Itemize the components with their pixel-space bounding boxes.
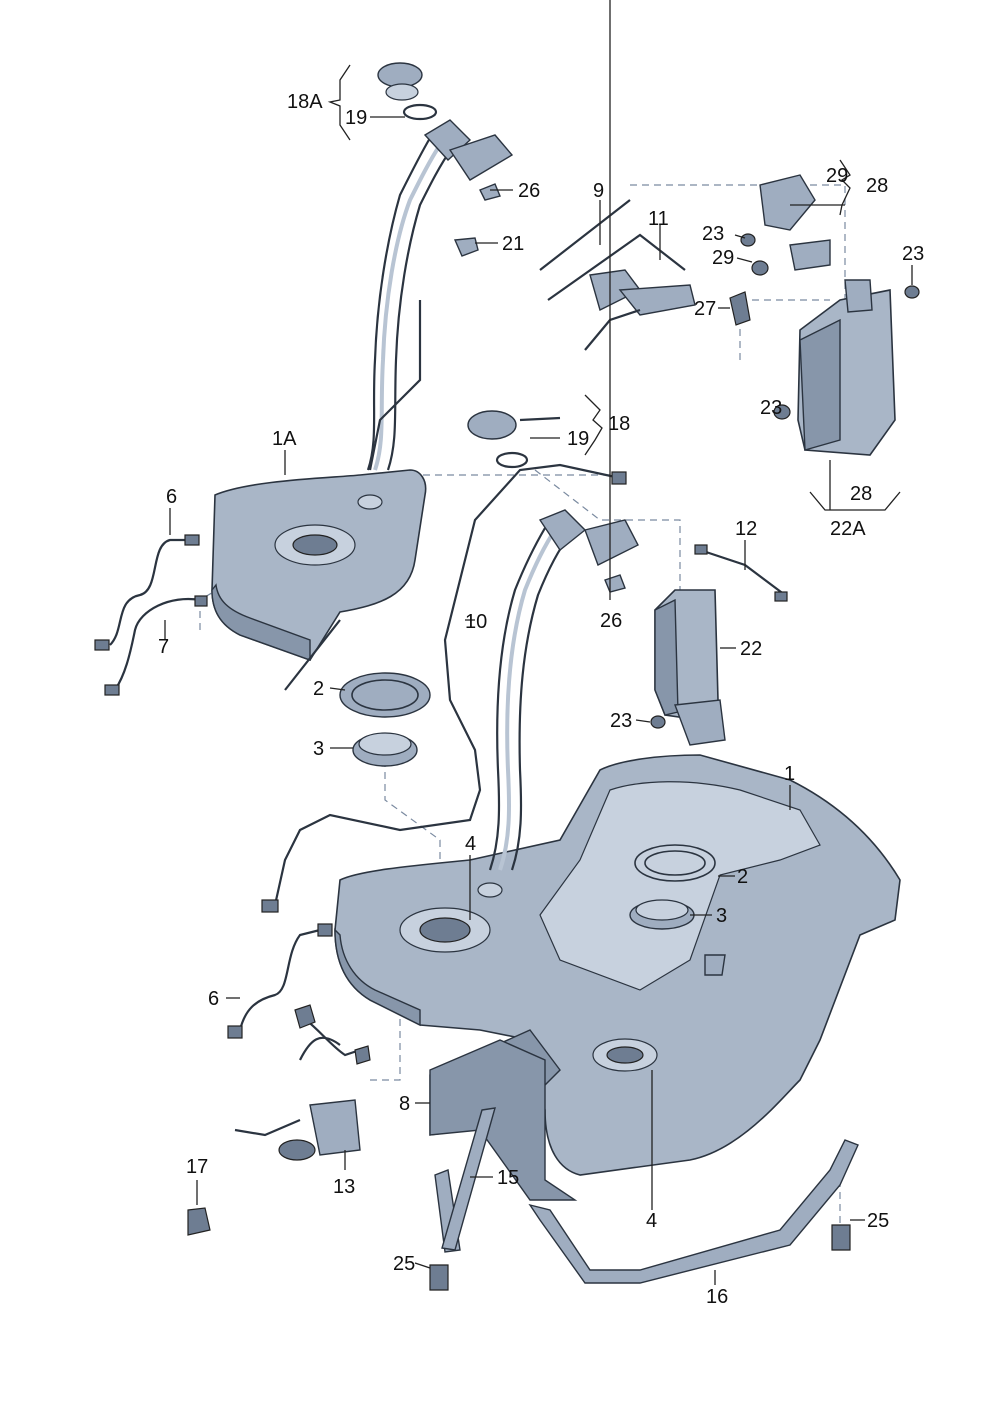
callout-10: 10 [465, 611, 487, 633]
heat-shield-8 [429, 1039, 578, 1201]
callout-7: 7 [158, 636, 169, 658]
callout-19: 19 [345, 107, 367, 129]
callout-11: 11 [648, 208, 669, 230]
callout-19: 19 [567, 428, 589, 450]
fuel-tank-1a [211, 469, 427, 691]
callout-26: 26 [600, 610, 622, 632]
callout-labels: 18A 19 26 21 9 11 29 28 23 29 23 27 23 1… [158, 91, 924, 1308]
callout-4: 4 [465, 833, 476, 855]
fuel-lines-upper-6-7 [94, 534, 208, 696]
callout-28: 28 [850, 483, 872, 505]
callout-18: 18 [608, 413, 630, 435]
callout-8: 8 [399, 1093, 410, 1115]
callout-1: 1 [784, 763, 795, 785]
clip-17 [187, 1207, 211, 1236]
locking-rings [339, 672, 716, 930]
leader-lines [164, 0, 913, 1285]
filler-neck-upper [366, 62, 514, 471]
callout-22: 22 [740, 638, 762, 660]
fuel-pump-13 [234, 1004, 371, 1161]
callout-25: 25 [867, 1210, 889, 1232]
evap-canister-upper [539, 174, 920, 456]
callout-2: 2 [313, 678, 324, 700]
callout-28: 28 [866, 175, 888, 197]
callout-27: 27 [694, 298, 716, 320]
callout-6: 6 [166, 486, 177, 508]
vent-line-10 [261, 463, 627, 913]
callout-16: 16 [706, 1286, 728, 1308]
callout-23: 23 [702, 223, 724, 245]
callout-21: 21 [502, 233, 524, 255]
callout-17: 17 [186, 1156, 208, 1178]
callout-13: 13 [333, 1176, 355, 1198]
callout-23: 23 [610, 710, 632, 732]
callout-18A: 18A [287, 91, 323, 113]
fuel-tank-1 [334, 754, 901, 1176]
tension-strap-16 [528, 1139, 859, 1284]
callout-15: 15 [497, 1167, 519, 1189]
callout-25: 25 [393, 1253, 415, 1275]
bracket-15 [434, 1107, 496, 1253]
callout-12: 12 [735, 518, 757, 540]
evap-canister-22 [650, 544, 788, 746]
callout-2: 2 [737, 866, 748, 888]
filler-neck-lower [467, 410, 639, 871]
callout-3: 3 [313, 738, 324, 760]
callout-22A: 22A [830, 518, 866, 540]
fuel-line-6-lower [227, 923, 333, 1039]
callout-23: 23 [902, 243, 924, 265]
callout-29: 29 [712, 247, 734, 269]
callout-23: 23 [760, 397, 782, 419]
callout-6: 6 [208, 988, 219, 1010]
callout-4: 4 [646, 1210, 657, 1232]
callout-3: 3 [716, 905, 727, 927]
callout-9: 9 [593, 180, 604, 202]
callout-1A: 1A [272, 428, 297, 450]
callout-26: 26 [518, 180, 540, 202]
bolts-25 [429, 1224, 851, 1291]
callout-29: 29 [826, 165, 848, 187]
